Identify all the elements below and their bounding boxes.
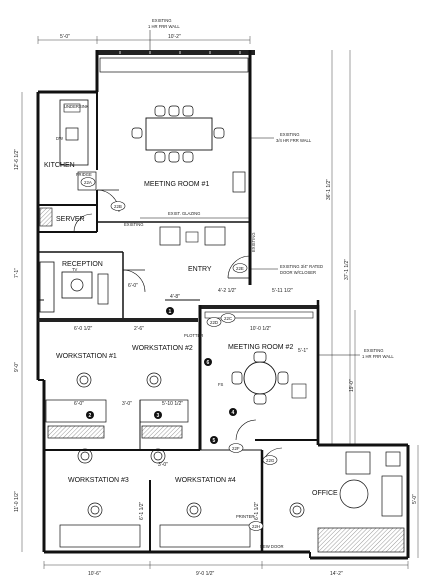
dim-ws1-b: 3'-0" <box>122 401 132 407</box>
dim-right-total: 36'-1 1/2" <box>326 179 332 200</box>
keynote-3: 3 <box>157 413 160 419</box>
meeting-room-1 <box>96 57 249 246</box>
room-meeting-2: MEETING ROOM #2 <box>228 344 293 351</box>
note-right-lower-1: EXISTING <box>364 348 384 353</box>
dim-bottom-1: 10'-6" <box>88 571 101 577</box>
tv-label: TV <box>72 267 78 272</box>
door-tag-5: 22E <box>236 266 244 271</box>
room-ws2: WORKSTATION #2 <box>132 345 193 352</box>
dim-ws-gap: 2'-6" <box>134 326 144 332</box>
dim-mr2-width: 10'-0 1/2" <box>250 326 271 332</box>
dim-top-left: 5'-0" <box>60 34 70 40</box>
dim-left-4: 11'-0 1/2" <box>14 491 20 512</box>
fridge-label: FRIDGE <box>76 172 92 177</box>
keynotes <box>86 307 237 444</box>
dim-ws1-a: 6'-0" <box>74 401 84 407</box>
dim-recept-h: 6'-0" <box>128 283 138 289</box>
keynote-1: 1 <box>169 309 172 315</box>
dim-entry-1: 4'-8" <box>170 294 180 300</box>
room-meeting-1: MEETING ROOM #1 <box>144 181 209 188</box>
note-top-1: EXISTING <box>152 18 172 23</box>
kitchen: UNDERSINK DW FRIDGE <box>56 99 97 191</box>
dim-entry-2: 4'-2 1/2" <box>218 288 237 294</box>
dim-bottom-3: 14'-2" <box>330 571 343 577</box>
note-top-2: 1 HR FRR WALL <box>148 24 180 29</box>
dimension-lines <box>21 36 419 569</box>
dim-bottom-2: 9'-0 1/2" <box>196 571 215 577</box>
undersink-label: UNDERSINK <box>64 104 89 109</box>
label-existing-glazing: EXIST. GLAZING <box>168 211 200 216</box>
door-tag-2: 22B <box>114 204 122 209</box>
dim-ws3-a: 6'-1 1/2" <box>139 501 145 520</box>
note-right-lower-2: 1 HR FRR WALL <box>362 354 394 359</box>
meeting-room-2 <box>204 311 314 441</box>
interior-walls <box>38 92 320 552</box>
walls <box>36 50 410 560</box>
top-windows <box>119 51 241 54</box>
reception <box>39 261 146 313</box>
dim-entry-3: 5'-11 1/2" <box>272 288 293 294</box>
dim-right-lower: 19'-0" <box>349 379 355 392</box>
label-existing-2: EXISTING <box>251 232 256 252</box>
dim-top-right: 10'-2" <box>168 34 181 40</box>
office <box>261 447 405 553</box>
dw-label: DW <box>56 136 63 141</box>
keynote-4: 4 <box>232 410 235 416</box>
room-ws3: WORKSTATION #3 <box>68 477 129 484</box>
room-ws1: WORKSTATION #1 <box>56 353 117 360</box>
workstations <box>45 372 305 548</box>
notes: EXISTING 1 HR FRR WALL EXISTING 3/4 HR F… <box>148 18 394 359</box>
room-kitchen: KITCHEN <box>44 162 75 169</box>
dim-left-3: 9'-0" <box>14 362 20 372</box>
label-existing-1: EXISTING <box>124 222 144 227</box>
note-rated-door-2: DOOR W/CLOSER <box>280 270 316 275</box>
dim-mr2-side: 5'-1" <box>298 348 308 354</box>
door-tags <box>80 177 278 531</box>
keynote-5: 5 <box>213 438 216 444</box>
dim-recept-w: 6'-0 1/2" <box>74 326 93 332</box>
label-printer: PRINTER <box>236 514 254 519</box>
dim-ws4-b: 6'-1 1/2" <box>254 501 260 520</box>
dim-right-office: 5'-0" <box>412 494 418 504</box>
door-tag-6: 22F <box>232 446 240 451</box>
room-office: OFFICE <box>312 490 338 497</box>
dim-left-2: 7'-1" <box>14 268 20 278</box>
door-tag-7: 22G <box>266 458 275 463</box>
label-fs: FS <box>218 382 224 387</box>
label-plotter: PLOTTER <box>184 333 203 338</box>
dim-ws4-a: 3'-0" <box>158 462 168 468</box>
door-tag-3: 22C <box>224 316 232 321</box>
dim-ws2-a: 5'-10 1/2" <box>162 401 183 407</box>
door-tag-1: 22A <box>84 180 92 185</box>
keynote-6: 6 <box>207 360 210 366</box>
dim-left-1: 12'-6 1/2" <box>14 149 20 170</box>
keynote-2: 2 <box>89 413 92 419</box>
door-tag-8: 22H <box>252 524 260 529</box>
note-right-mid-1: EXISTING <box>280 132 300 137</box>
room-entry: ENTRY <box>188 266 212 273</box>
dim-right-total2: 37'-1 1/2" <box>344 259 350 280</box>
room-server: SERVER <box>56 216 85 223</box>
label-new-door-2: NEW DOOR <box>260 544 284 549</box>
room-reception: RECEPTION <box>62 261 103 268</box>
note-right-mid-2: 3/4 HR FRR WALL <box>276 138 312 143</box>
label-new-door-1: NEW DOOR <box>207 305 231 310</box>
room-ws4: WORKSTATION #4 <box>175 477 236 484</box>
door-tag-4: 22D <box>210 320 218 325</box>
note-rated-door-1: EXISTING 3/4" RATED <box>280 264 323 269</box>
